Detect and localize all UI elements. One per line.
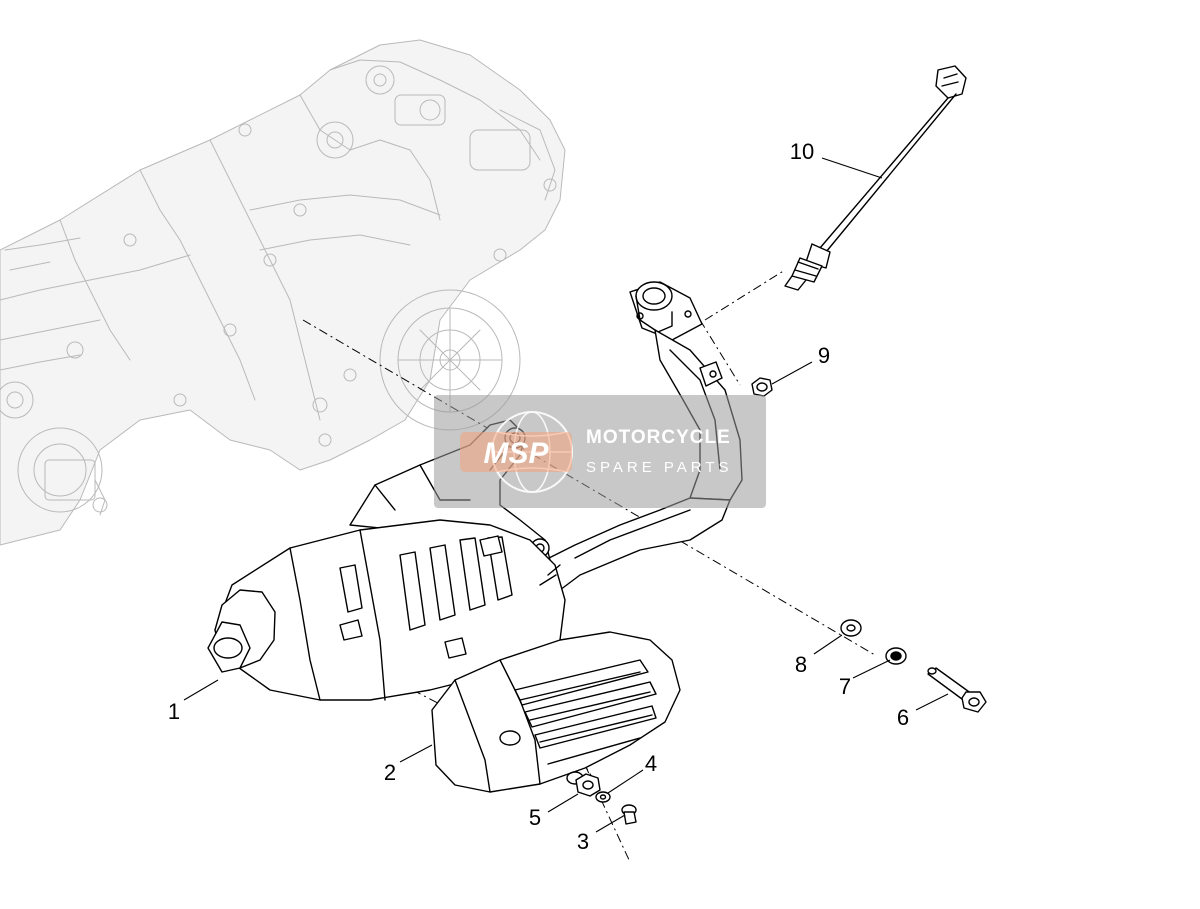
watermark-tagline: SPARE PARTS bbox=[586, 459, 733, 476]
exhaust-nut[interactable] bbox=[751, 377, 773, 397]
part-number-labels: 1 2 3 4 5 6 7 8 9 10 bbox=[168, 139, 909, 854]
part-number-3: 3 bbox=[577, 829, 589, 854]
watermark: MSP MOTORCYCLE SPARE PARTS bbox=[434, 395, 766, 508]
part-number-6: 6 bbox=[897, 705, 909, 730]
part-number-9: 9 bbox=[818, 343, 830, 368]
leader-lines bbox=[183, 157, 949, 833]
part-number-8: 8 bbox=[795, 652, 807, 677]
part-number-7: 7 bbox=[839, 674, 851, 699]
shield-screw[interactable] bbox=[621, 804, 637, 825]
bushing[interactable] bbox=[885, 647, 907, 665]
part-number-10: 10 bbox=[790, 139, 814, 164]
watermark-brand: MOTORCYCLE bbox=[586, 427, 731, 448]
heat-shield[interactable] bbox=[431, 631, 681, 793]
watermark-logo: MSP bbox=[483, 437, 549, 470]
shield-nut[interactable] bbox=[575, 773, 601, 797]
part-number-4: 4 bbox=[645, 751, 657, 776]
part-number-1: 1 bbox=[168, 699, 180, 724]
oxygen-sensor[interactable] bbox=[784, 65, 967, 291]
mounting-bolt[interactable] bbox=[927, 667, 987, 713]
part-number-2: 2 bbox=[384, 760, 396, 785]
shield-washer[interactable] bbox=[595, 791, 611, 803]
part-number-5: 5 bbox=[529, 805, 541, 830]
spacer[interactable] bbox=[840, 619, 862, 637]
